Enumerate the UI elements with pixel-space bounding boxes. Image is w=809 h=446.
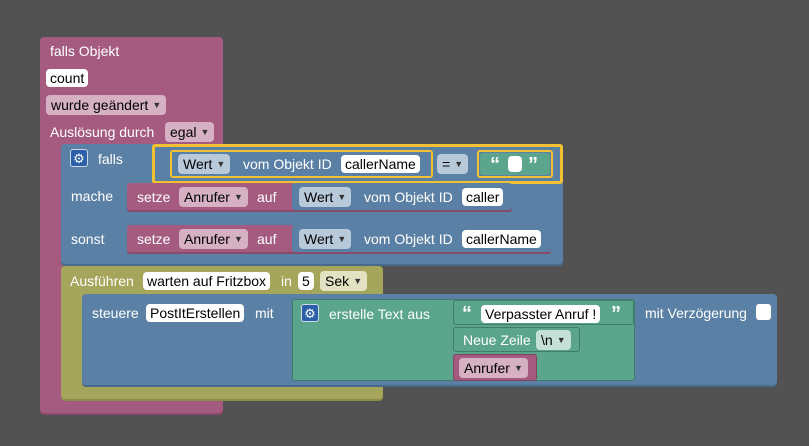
newline-label: Neue Zeile xyxy=(463,332,531,348)
chevron-down-icon: ▼ xyxy=(200,127,210,137)
set-label: setze xyxy=(137,231,171,247)
exec-name-field[interactable]: warten auf Fritzbox xyxy=(143,272,271,290)
trigger-value: egal xyxy=(170,124,197,140)
chevron-down-icon: ▼ xyxy=(234,234,243,244)
if-label: falls xyxy=(98,151,123,167)
chevron-down-icon: ▼ xyxy=(514,363,523,373)
compare-right-highlight xyxy=(477,150,553,178)
text-join-label: erstelle Text aus xyxy=(329,306,430,322)
chevron-down-icon: ▼ xyxy=(234,192,243,202)
of-object-label: vom Objekt ID xyxy=(364,231,453,247)
compare-of-object-label: vom Objekt ID xyxy=(243,156,332,172)
quote-close-icon: ” xyxy=(528,154,538,176)
chevron-down-icon: ▼ xyxy=(337,234,347,244)
quote-open-icon: “ xyxy=(462,303,472,325)
compare-prop-dropdown[interactable]: Wert ▼ xyxy=(178,154,231,174)
chevron-down-icon: ▼ xyxy=(556,335,566,345)
chevron-down-icon: ▼ xyxy=(216,159,226,169)
set-variable-value: Anrufer xyxy=(184,189,230,205)
operator-dropdown[interactable]: = ▼ xyxy=(437,154,469,174)
text-variable-dropdown[interactable]: Anrufer ▼ xyxy=(459,358,528,378)
set-label: setze xyxy=(137,189,171,205)
operator-value: = xyxy=(442,156,451,172)
set-variable-value: Anrufer xyxy=(184,231,230,247)
event-condition-dropdown[interactable]: wurde geändert ▼ xyxy=(46,95,167,115)
newline-value: \n xyxy=(541,332,553,348)
compare-left-highlight xyxy=(170,150,433,178)
newline-dropdown[interactable]: \n ▼ xyxy=(536,330,571,350)
chevron-down-icon: ▼ xyxy=(454,159,464,169)
trigger-dropdown[interactable]: egal ▼ xyxy=(165,122,215,142)
quote-open-icon: “ xyxy=(490,154,500,176)
exec-label: Ausführen xyxy=(70,273,134,289)
set-variable-dropdown[interactable]: Anrufer ▼ xyxy=(179,187,248,207)
control-delay-label: mit Verzögerung xyxy=(645,305,747,321)
set-prop-dropdown[interactable]: Wert ▼ xyxy=(299,229,352,249)
control-with-label: mit xyxy=(255,305,274,321)
compare-prop-value: Wert xyxy=(183,156,213,172)
delay-checkbox[interactable] xyxy=(756,304,771,320)
chevron-down-icon: ▼ xyxy=(337,192,347,202)
event-condition-label: wurde geändert xyxy=(51,97,149,113)
set-object-field[interactable]: callerName xyxy=(462,230,541,248)
gear-icon[interactable]: ⚙ xyxy=(301,304,319,322)
to-label: auf xyxy=(257,231,277,247)
compare-text-field[interactable] xyxy=(508,156,522,172)
selection-highlight xyxy=(152,144,563,184)
set-prop-dropdown[interactable]: Wert ▼ xyxy=(299,187,352,207)
exec-in-label: in xyxy=(281,273,292,289)
exec-unit-dropdown[interactable]: Sek ▼ xyxy=(320,271,368,291)
exec-unit-value: Sek xyxy=(325,273,350,289)
trigger-label: Auslösung durch xyxy=(50,124,155,140)
event-title: falls Objekt xyxy=(50,43,120,59)
text-variable-value: Anrufer xyxy=(464,360,510,376)
chevron-down-icon: ▼ xyxy=(152,100,162,110)
else-label: sonst xyxy=(71,231,105,247)
control-object-field[interactable]: PostItErstellen xyxy=(146,304,245,322)
set-object-field[interactable]: caller xyxy=(462,188,504,206)
compare-object-field[interactable]: callerName xyxy=(341,155,420,173)
gear-icon[interactable]: ⚙ xyxy=(70,149,88,167)
set-prop-value: Wert xyxy=(304,231,334,247)
of-object-label: vom Objekt ID xyxy=(364,189,453,205)
exec-delay-field[interactable]: 5 xyxy=(298,272,314,290)
set-prop-value: Wert xyxy=(304,189,334,205)
chevron-down-icon: ▼ xyxy=(353,276,363,286)
do-label: mache xyxy=(71,188,114,204)
set-variable-dropdown[interactable]: Anrufer ▼ xyxy=(179,229,248,249)
quote-close-icon: ” xyxy=(611,303,621,325)
to-label: auf xyxy=(257,189,277,205)
control-label: steuere xyxy=(92,305,139,321)
event-object-field[interactable]: count xyxy=(46,69,89,87)
text1-field[interactable]: Verpasster Anruf ! xyxy=(481,305,601,323)
